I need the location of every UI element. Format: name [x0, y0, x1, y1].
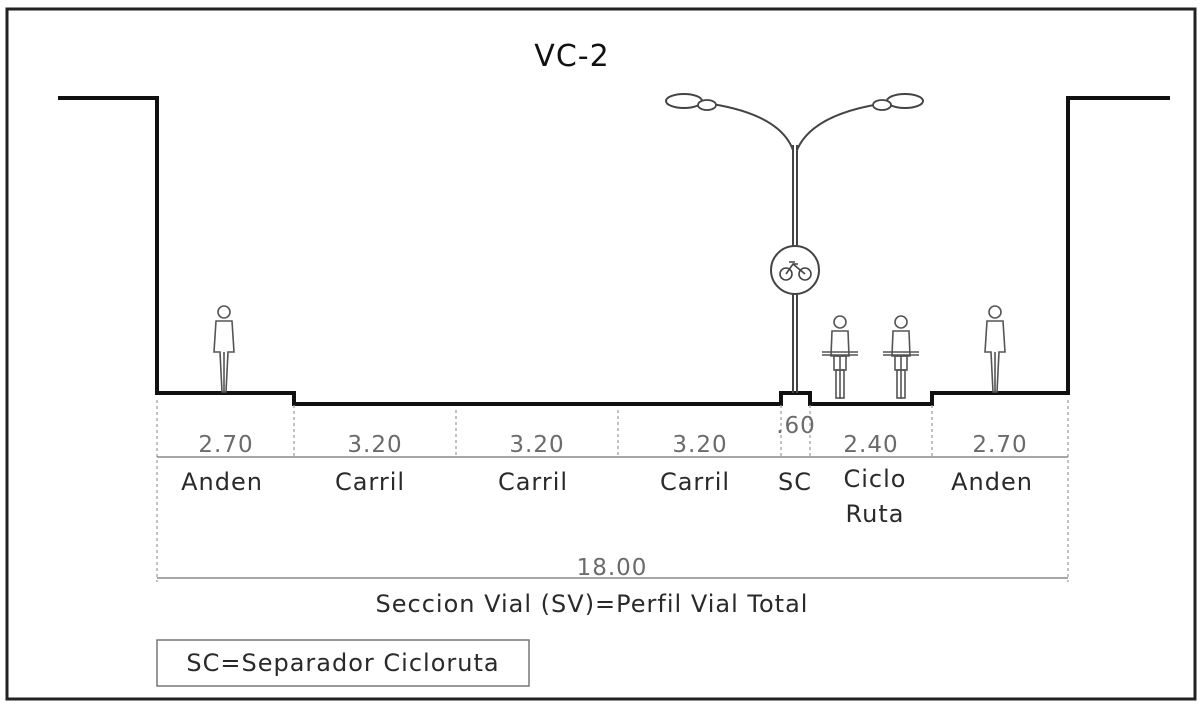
bicycle-sign-icon: [770, 245, 820, 295]
segment-label-anden-right: Anden: [951, 468, 1033, 496]
legend-text: SC=Separador Cicloruta: [186, 649, 499, 677]
segment-width-anden-right: 2.70: [972, 432, 1027, 458]
segment-label-carril-3: Carril: [660, 468, 730, 496]
segment-label-sc: SC: [778, 468, 812, 496]
segment-width-sc: .60: [776, 413, 816, 439]
segment-width-carril-1: 3.20: [347, 432, 402, 458]
total-section-label: Seccion Vial (SV)=Perfil Vial Total: [376, 590, 809, 618]
segment-label-ciclo: Ciclo: [844, 465, 907, 493]
segment-label-anden-left: Anden: [181, 468, 263, 496]
total-width-value: 18.00: [577, 555, 648, 581]
street-lamp-icon: [665, 93, 924, 393]
road-profile-line: [58, 96, 1170, 406]
cyclist-icon: [883, 315, 919, 399]
pedestrian-icon: [213, 305, 235, 393]
segment-width-carril-3: 3.20: [672, 432, 727, 458]
segment-label-carril-1: Carril: [335, 468, 405, 496]
frame-border: [5, 7, 1197, 701]
diagram-title: VC-2: [534, 39, 609, 74]
segment-width-cicloruta: 2.40: [843, 432, 898, 458]
segment-width-carril-2: 3.20: [509, 432, 564, 458]
segment-label-ruta: Ruta: [846, 500, 905, 528]
legend-box: [156, 639, 530, 687]
pedestrian-icon: [984, 305, 1006, 393]
segment-width-anden-left: 2.70: [198, 432, 253, 458]
segment-dividers: [156, 400, 1069, 582]
cyclist-icon: [822, 315, 858, 399]
segment-label-carril-2: Carril: [498, 468, 568, 496]
